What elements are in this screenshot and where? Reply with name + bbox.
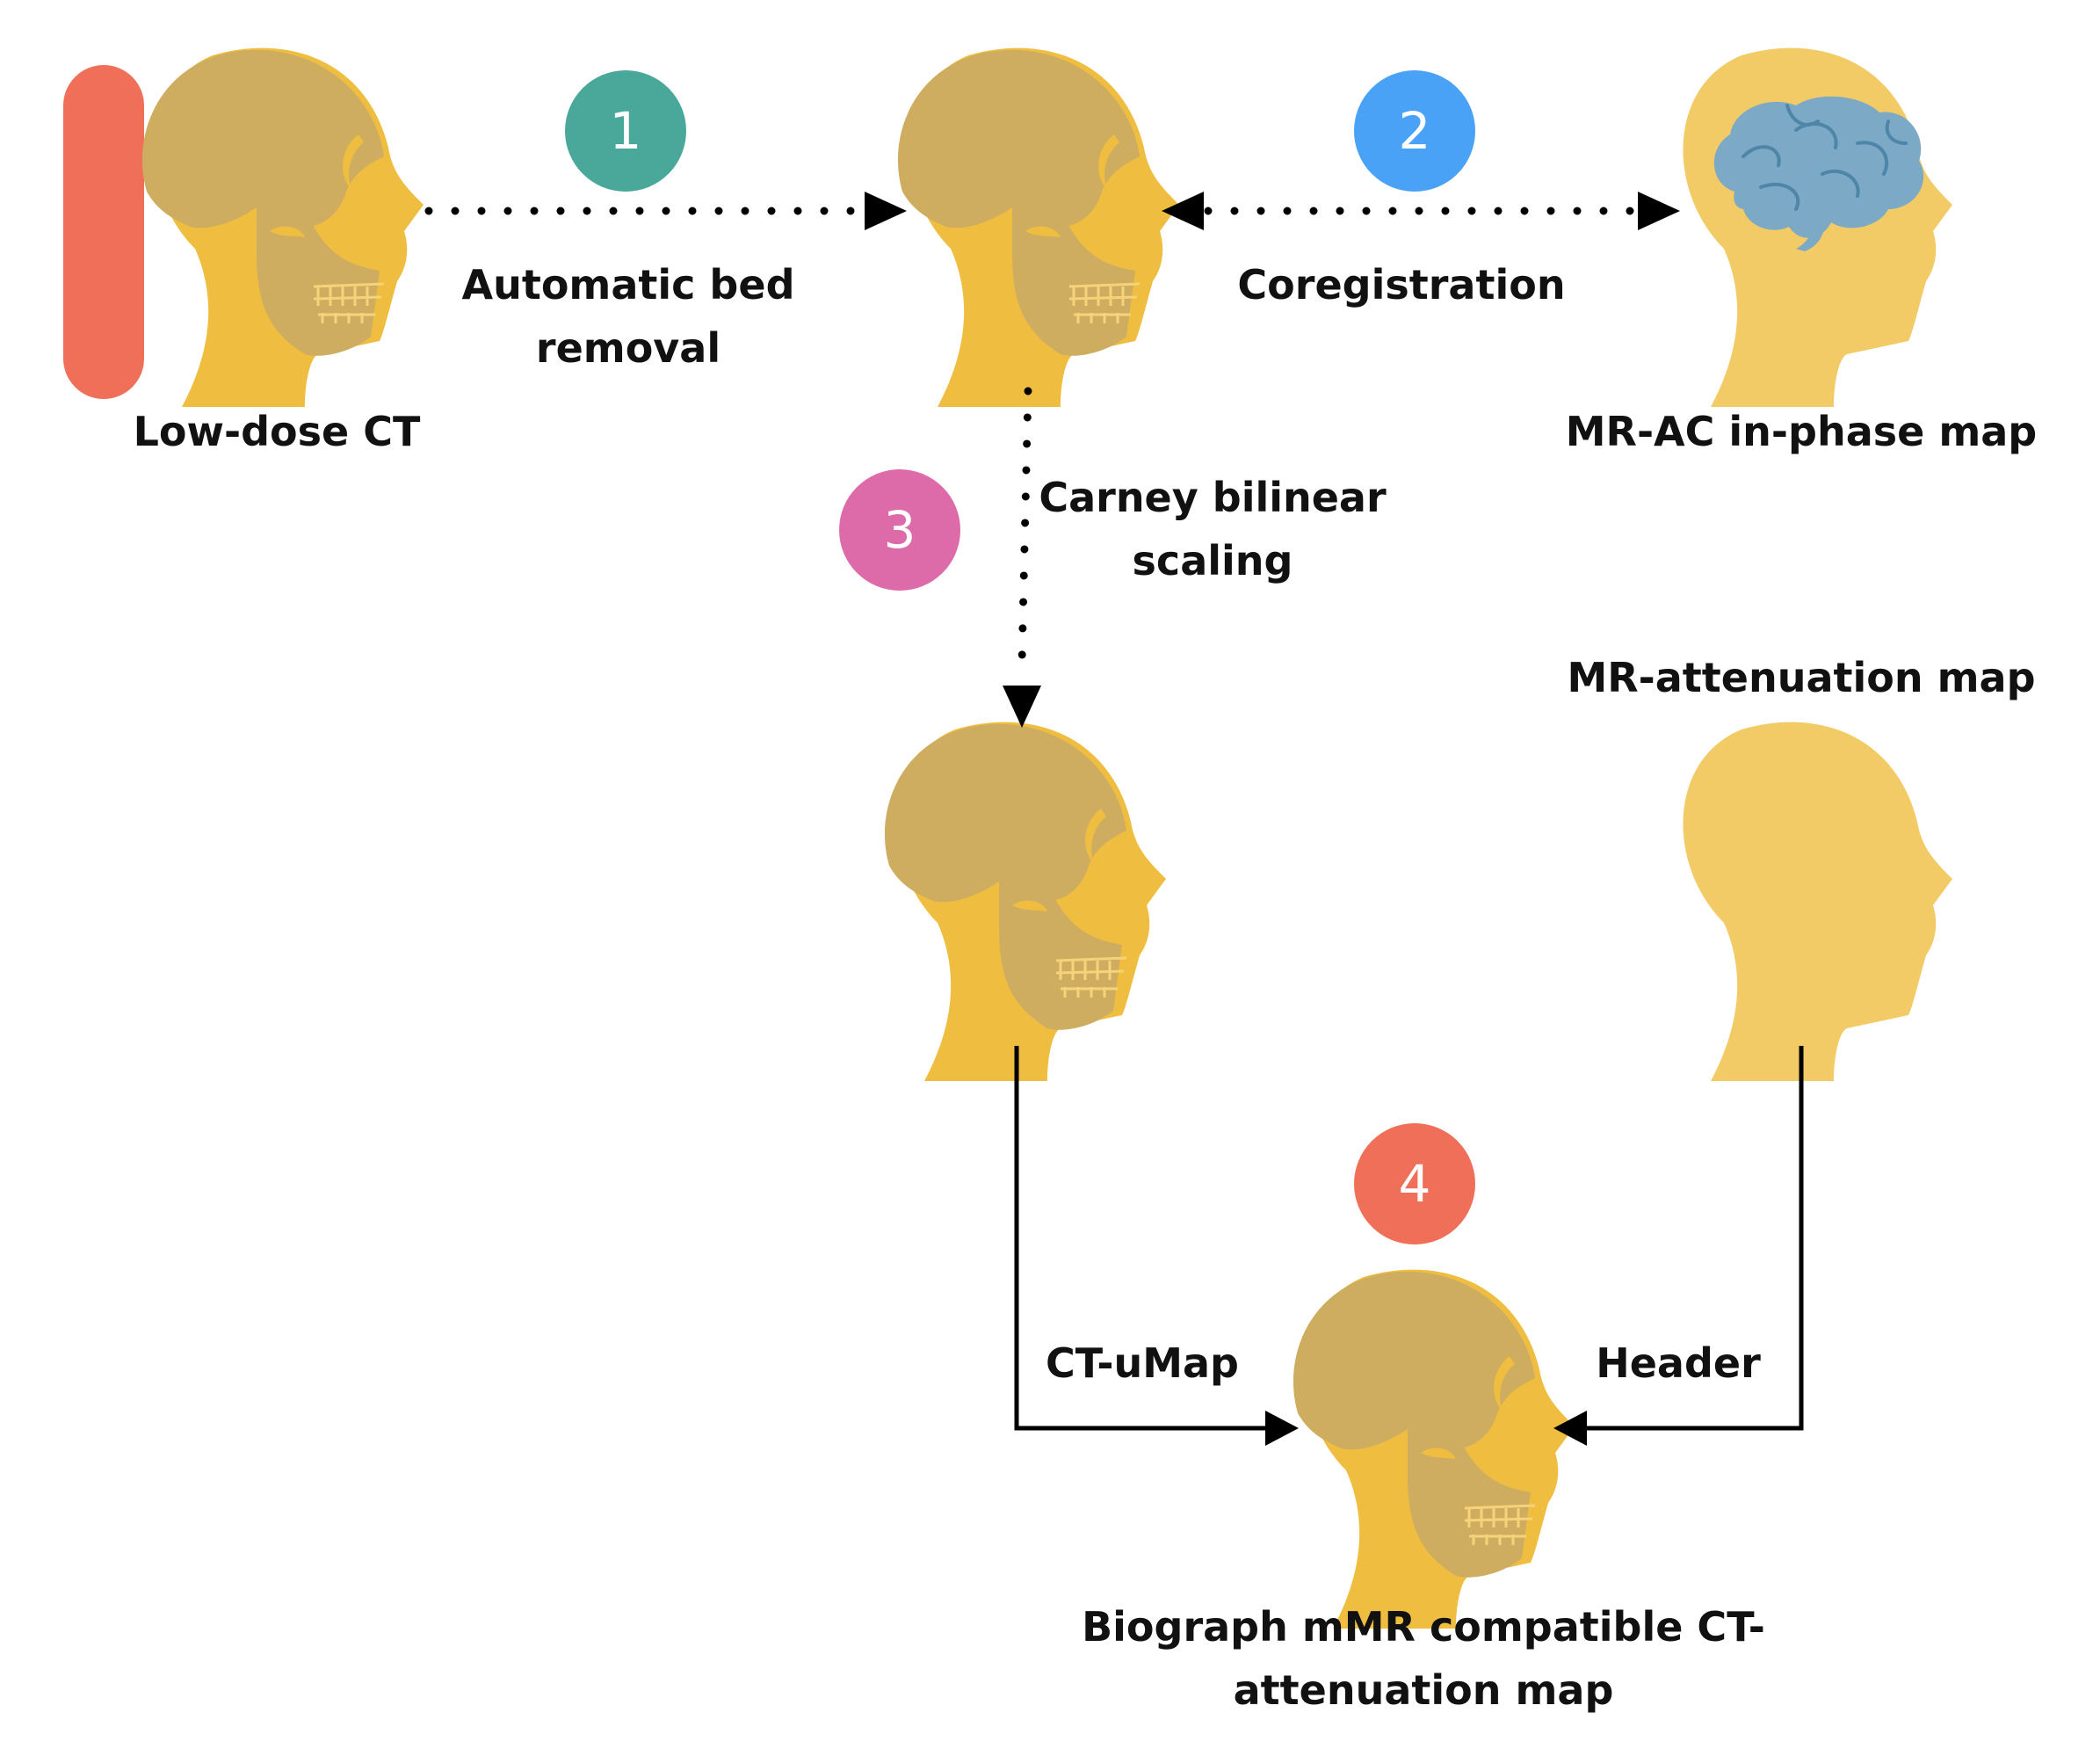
label-biograph-line1: Biograph mMR compatible CT-	[1082, 1603, 1765, 1651]
ct-umap-head-icon	[883, 721, 1168, 1083]
label-biograph-line2: attenuation map	[1233, 1666, 1614, 1714]
step-badge-1: 1	[565, 70, 686, 192]
label-coregistration: Coregistration	[1237, 261, 1566, 308]
arrow-bed-removal	[424, 192, 907, 230]
step-badge-4: 4	[1354, 1123, 1475, 1244]
label-bed-removal-line2: removal	[535, 324, 721, 372]
arrow-coregistration	[1162, 192, 1680, 230]
mr-attenuation-head-icon	[1683, 722, 1952, 1081]
label-low-dose-ct: Low-dose CT	[133, 408, 421, 455]
connector-ct-umap	[1014, 1046, 1299, 1446]
label-header: Header	[1596, 1339, 1761, 1387]
step-badge-2: 2	[1354, 70, 1475, 192]
low-dose-ct-head-icon	[141, 47, 425, 409]
label-carney-line1: Carney bilinear	[1039, 474, 1387, 521]
biograph-compatible-head-icon	[1292, 1268, 1576, 1630]
label-bed-removal-line1: Automatic bed	[461, 261, 795, 308]
label-mr-attenuation: MR-attenuation map	[1567, 654, 2036, 701]
mrac-in-phase-head-icon	[1683, 47, 1952, 407]
label-carney-line2: scaling	[1132, 537, 1293, 584]
label-ct-umap: CT-uMap	[1046, 1339, 1239, 1387]
arrow-carney-scaling	[1003, 387, 1041, 728]
connector-header	[1553, 1046, 1804, 1446]
label-mrac-in-phase: MR-AC in-phase map	[1565, 408, 2038, 455]
ct-bed	[63, 65, 144, 399]
step-badge-3: 3	[839, 469, 960, 591]
bed-removed-ct-head-icon	[896, 47, 1181, 409]
